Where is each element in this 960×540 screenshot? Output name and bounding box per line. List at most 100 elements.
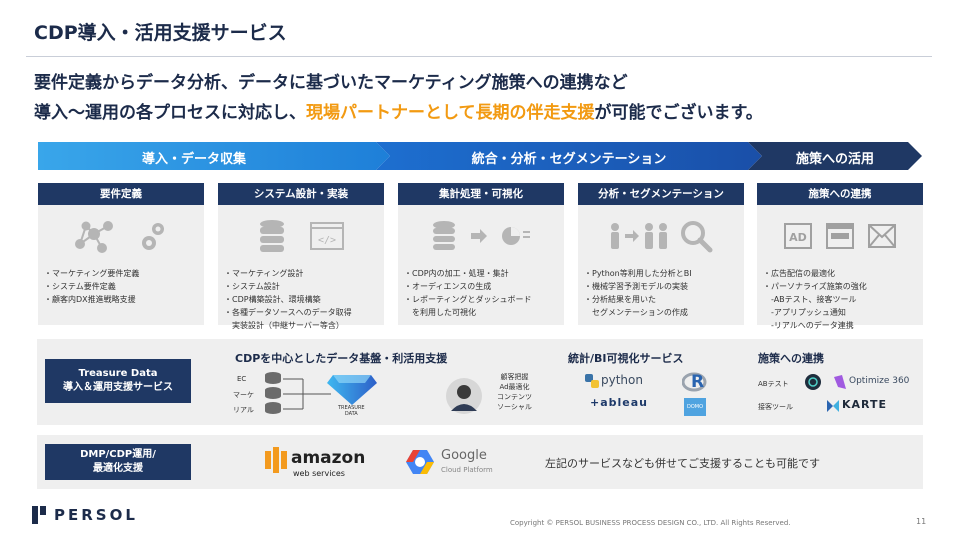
- phase-arrow-2-shape: [376, 142, 762, 170]
- list-item: ・各種データソースへのデータ取得: [224, 308, 352, 317]
- python-logo: python: [601, 373, 643, 387]
- list-item: ・オーディエンスの生成: [404, 282, 492, 291]
- list-item: 実装設計（中継サーバー等含）: [224, 321, 344, 330]
- column-icons: [38, 205, 204, 267]
- mail-icon: [868, 224, 896, 248]
- lead-line-1: 要件定義からデータ分析、データに基づいたマーケティング施策への連携など: [34, 73, 628, 93]
- list-item: ・マーケティング要件定義: [44, 269, 140, 278]
- list-item: ・CDP内の加工・処理・集計: [404, 269, 509, 278]
- ab-tool-icon: [805, 374, 821, 390]
- phase-arrow-3-shape: [748, 142, 922, 170]
- column-icons: </>: [218, 205, 384, 267]
- list-item: ・パーソナライズ施策の強化: [763, 282, 867, 291]
- list-item: ・システム要件定義: [44, 282, 116, 291]
- tableau-logo: +ableau: [590, 396, 648, 409]
- list-item: ・広告配信の最適化: [763, 269, 835, 278]
- column-icons: AD: [757, 205, 923, 267]
- copyright: Copyright © PERSOL BUSINESS PROCESS DESI…: [510, 519, 791, 527]
- person-item: コンテンツ: [497, 393, 532, 401]
- phase-arrow-1: 導入・データ収集: [38, 142, 390, 170]
- treasure-data-logo-line: TREASURE: [338, 405, 365, 411]
- svg-text:</>: </>: [318, 235, 336, 246]
- customer-tool-label: 接客ツール: [758, 403, 793, 411]
- person-item: 顧客把握: [500, 373, 529, 381]
- lead-highlight: 現場パートナーとして長期の伴走支援: [306, 103, 595, 123]
- list-item: -ABテスト、接客ツール: [763, 295, 857, 304]
- list-item: ・レポーティングとダッシュボード: [404, 295, 532, 304]
- person-item: Ad最適化: [499, 383, 530, 391]
- r-logo-mark: [682, 372, 707, 392]
- list-item: ・マーケティング設計: [224, 269, 304, 278]
- column-system-design: システム設計・実装 </> ・マーケティング設計 ・システム設計 ・CDP構築設…: [218, 183, 384, 330]
- row-label-line: 最適化支援: [92, 463, 143, 474]
- phase-label-3: 施策への活用: [795, 152, 874, 167]
- phase-arrow-1-shape: [38, 142, 390, 170]
- ad-icon: AD: [784, 223, 812, 249]
- lead-line-2-pre: 導入〜運用の各プロセスに対応し、: [34, 103, 306, 123]
- column-list: ・マーケティング要件定義 ・システム要件定義 ・顧客内DX推進戦略支援: [38, 267, 204, 306]
- lead-line-2: 導入〜運用の各プロセスに対応し、現場パートナーとして長期の伴走支援が可能でござい…: [34, 98, 763, 123]
- phase-label-2: 統合・分析・セグメンテーション: [471, 152, 667, 167]
- page-number: 11: [916, 517, 927, 526]
- r-logo: R: [691, 372, 705, 392]
- source-ec: EC: [237, 375, 247, 383]
- column-icons: [578, 205, 744, 267]
- row-label-line: DMP/CDP運用/: [80, 449, 156, 460]
- domo-logo: DOMO: [684, 398, 706, 416]
- column-measures: 施策への連携 AD ・広告配信の最適化 ・パーソナライズ施策の強化 -ABテスト…: [757, 183, 923, 330]
- arrow-right-icon: [471, 229, 487, 243]
- google-cloud-logo-sub: Cloud Platform: [441, 466, 493, 474]
- optimize-logo: Optimize 360: [849, 376, 910, 386]
- persol-wordmark: PERSOL: [54, 506, 138, 524]
- cdp-title: CDPを中心としたデータ基盤・利活用支援: [235, 352, 448, 365]
- phase-arrow-2: 統合・分析・セグメンテーション: [376, 142, 762, 170]
- source-marketing: マーケ: [233, 391, 254, 399]
- row-label-line: 導入＆運用支援サービス: [63, 382, 173, 393]
- gears-icon: [142, 223, 164, 250]
- dmp-cdp-label: DMP/CDP運用/最適化支援: [45, 444, 191, 480]
- list-item: ・システム設計: [224, 282, 280, 291]
- phase-label-1: 導入・データ収集: [141, 152, 246, 167]
- aws-cubes-icon: [265, 447, 287, 473]
- list-item: -アプリプッシュ通知: [763, 308, 846, 317]
- list-item: を利用した可視化: [404, 308, 476, 317]
- bi-title: 統計/BI可視化サービス: [568, 352, 684, 365]
- consultant-avatar: [446, 378, 482, 414]
- list-item: ・機械学習予測モデルの実装: [584, 282, 688, 291]
- source-databases-icon: [265, 372, 331, 414]
- column-requirements: 要件定義 ・マーケティング要件定義 ・システム要件定義 ・顧客内DX推進戦略支援: [38, 183, 204, 325]
- list-item: ・Python等利用した分析とBI: [584, 269, 692, 278]
- list-item: ・分析結果を用いた: [584, 295, 656, 304]
- svg-text:AD: AD: [789, 231, 807, 244]
- people-segmentation-icon: [611, 223, 667, 249]
- list-item: -リアルへのデータ連携: [763, 321, 854, 330]
- python-icon: [585, 374, 599, 388]
- optimize-icon: [834, 375, 846, 389]
- column-analysis: 分析・セグメンテーション ・Python等利用した分析とBI ・機械学習予測モデ…: [578, 183, 744, 325]
- database-icon: [260, 220, 284, 252]
- title-divider: [26, 56, 932, 57]
- persol-mark-icon: [32, 506, 46, 524]
- column-head: 要件定義: [38, 183, 204, 205]
- list-item: ・顧客内DX推進戦略支援: [44, 295, 136, 304]
- pie-chart-icon: [502, 227, 530, 245]
- page-title: CDP導入・活用支援サービス: [34, 22, 287, 44]
- network-icon: [75, 221, 113, 253]
- column-icons: [398, 205, 564, 267]
- measure-title: 施策への連携: [758, 352, 824, 365]
- treasure-data-logo: [327, 375, 377, 405]
- column-head: 集計処理・可視化: [398, 183, 564, 205]
- row2-note: 左記のサービスなども併せてご支援することも可能です: [545, 457, 820, 470]
- column-head: 分析・セグメンテーション: [578, 183, 744, 205]
- column-list: ・広告配信の最適化 ・パーソナライズ施策の強化 -ABテスト、接客ツール -アプ…: [757, 267, 923, 332]
- amazon-logo: amazon: [291, 448, 366, 468]
- magnifier-icon: [681, 221, 713, 253]
- person-items: 顧客把握 Ad最適化 コンテンツ ソーシャル: [497, 372, 532, 412]
- ab-test-label: ABテスト: [758, 380, 789, 388]
- google-cloud-icon: [406, 450, 434, 474]
- aws-logo-sub: web services: [293, 469, 345, 478]
- list-item: ・CDP構築設計、環境構築: [224, 295, 321, 304]
